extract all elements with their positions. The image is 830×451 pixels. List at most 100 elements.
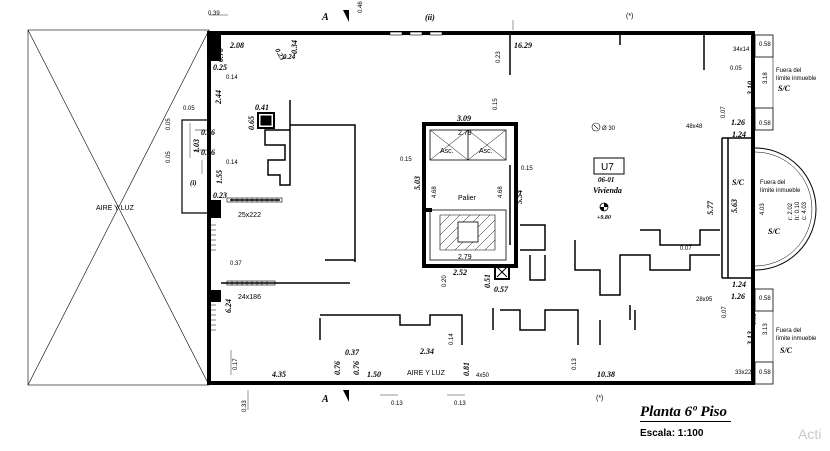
asc-1: Asc. [440,148,454,155]
dim-5-54: 5.54 [515,190,524,204]
sc-2: S/C [732,178,745,187]
dim-0-05-b: 0.05 [166,118,172,130]
aire-luz-label-left: AIRE Y LUZ [96,205,135,212]
unit-level: +9.80 [597,215,611,221]
dim-0-76-d: 0.76 [352,361,361,375]
dim-0-07-a: 0.07 [721,106,727,118]
dim-3-10: 3.10 [746,81,755,96]
dim-1-24-a: 1.24 [732,130,746,139]
aire-luz-label-bottom: AIRE Y LUZ [407,370,446,377]
dim-3-18: 3.18 [763,72,769,84]
left-wall-windows [210,224,216,331]
shaft-0-41 [257,112,275,129]
phi-30-circle [591,122,601,132]
dim-0-65: 0.65 [247,116,256,130]
dim-3-09: 3.09 [456,114,471,123]
r-val: r: 2.02 [788,202,794,220]
dim-5-03: 5.03 [413,176,422,190]
drawing-scale: Escala: 1:100 [640,428,704,439]
dim-0-20: 0.20 [442,275,448,287]
interior-walls [221,35,751,345]
unit-code: U7 [601,162,614,173]
dim-28x95: 28x95 [696,297,713,303]
dim-4-68-a: 4.68 [432,186,438,198]
dim-33x22: 33x22 [735,370,752,376]
core [422,122,518,268]
asc-2: Asc. [479,148,493,155]
mark-star-bottom: (*) [596,395,603,402]
dim-0-23-a: 0.23 [213,191,227,200]
dim-0-76-a: 0.76 [201,128,215,137]
dim-4-68-b: 4.68 [498,186,504,198]
dim-2-52: 2.52 [452,268,467,277]
dim-0-05-c: 0.05 [166,151,172,163]
dim-0-46: 0.46 [358,1,364,13]
dim-25x222: 25x222 [238,212,261,219]
dim-2-44: 2.44 [214,90,223,105]
dim-1-26-b: 1.26 [731,292,745,301]
dim-24x186: 24x186 [238,294,261,301]
dim-0-57: 0.57 [494,285,509,294]
dim-0-39: 0.39 [208,11,220,17]
dim-0-51: 0.51 [483,274,492,288]
h-val: h: 0.10 [795,201,801,220]
dim-0-13-c: 0.13 [572,358,578,370]
section-a-top: A [321,12,329,23]
dim-2-34: 2.34 [419,347,434,356]
fuera-2: Fuera del [760,180,785,186]
dim-0-15-c: 0.15 [521,166,533,172]
dim-3-13-b: 3.13 [746,331,755,346]
core-step-mark [426,208,432,212]
fuera-3: Fuera del [776,328,801,334]
dim-1-55: 1.55 [215,170,224,184]
drawing-title: Planta 6º Piso [640,404,732,422]
unit-number: 06-01 [598,176,614,184]
mark-star-top: (*) [626,13,633,20]
dim-0-15-b: 0.15 [400,157,412,163]
dim-0-58-a: 0.58 [759,42,771,48]
dim-2-08: 2.08 [229,41,244,50]
section-markers [343,10,349,402]
radiator-25x222 [226,197,283,203]
phi-30: Ø 30 [602,126,616,132]
dim-0-05-e: 0.05 [752,313,758,325]
activation-watermark: Acti [798,426,822,442]
dim-4-35: 4.35 [271,370,286,379]
mark-ii: (ii) [425,13,435,22]
dim-0-14-b: 0.14 [226,160,238,166]
dim-2-79-a: 2.79 [458,130,472,137]
dim-0-58-b: 0.58 [759,121,771,127]
dim-0-23-c: 0.23 [496,51,502,63]
sc-4: S/C [780,346,793,355]
dim-5-63: 5.63 [730,199,739,213]
dim-0-58-c: 0.58 [759,296,771,302]
dim-0-05-a: 0.05 [183,106,195,112]
dim-10-38: 10.38 [597,370,615,379]
dim-0-25: 0.25 [213,63,227,72]
unit-name: Vivienda [593,186,622,195]
dim-0-37-b: 0.37 [345,348,360,357]
unit-tag-box [593,157,625,175]
dim-1-03: 1.03 [192,139,201,153]
sc-1: S/C [778,84,791,93]
section-a-bottom: A [321,394,329,405]
dim-1-26-a: 1.26 [731,118,745,127]
dim-0-07-b: 0.07 [680,246,692,252]
dimension-lines [189,14,514,410]
dim-3-13-a: 3.13 [763,323,769,335]
fuera-1: Fuera del [776,68,801,74]
mark-i: (i) [190,179,197,187]
bay-window [754,34,817,385]
dim-34x14: 34x14 [733,47,750,53]
dim-0-37-a: 0.37 [230,261,242,267]
dim-1-24-b: 1.24 [732,280,746,289]
left-notch [181,119,209,214]
dim-0-81: 0.81 [462,362,471,376]
dim-0-13-a: 0.13 [391,401,403,407]
dim-0-76-b: 0.76 [201,148,215,157]
dim-6-24: 6.24 [224,299,233,313]
radiator-24x186 [226,280,276,286]
sc-3: S/C [768,227,781,236]
dim-5-77: 5.77 [706,200,715,215]
